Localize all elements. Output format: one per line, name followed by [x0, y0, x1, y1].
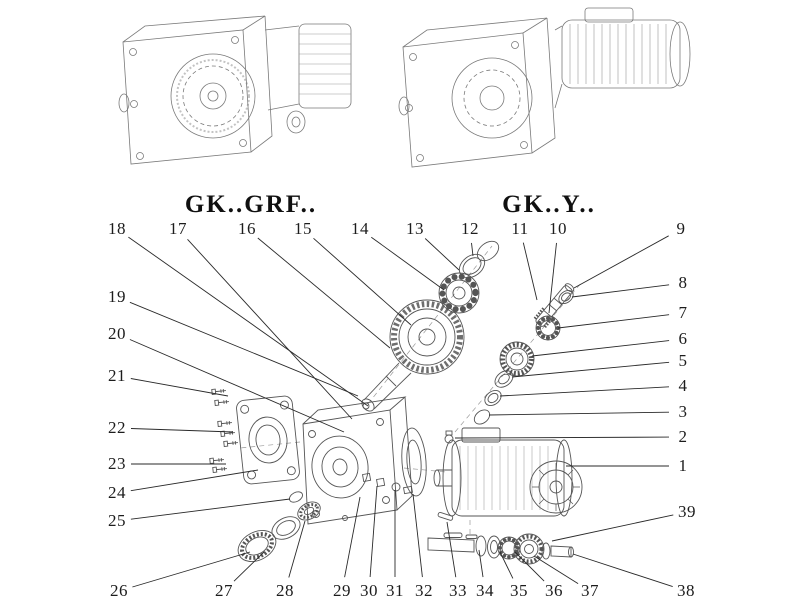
part-number-10: 10 [549, 219, 567, 238]
part-number-6: 6 [678, 329, 688, 348]
model-title-grf: GK..GRF.. [184, 191, 318, 218]
part-number-19: 19 [108, 287, 126, 306]
part-number-15: 15 [294, 219, 312, 238]
part-number-11: 11 [511, 219, 529, 238]
part-number-32: 32 [415, 581, 433, 600]
part-number-16: 16 [238, 219, 256, 238]
part-number-13: 13 [406, 219, 424, 238]
part-number-17: 17 [169, 219, 187, 238]
part-number-37: 37 [581, 581, 599, 600]
part-number-18: 18 [108, 219, 126, 238]
part-number-23: 23 [108, 454, 126, 473]
part-number-25: 25 [108, 511, 126, 530]
part-number-20: 20 [108, 324, 126, 343]
part-number-22: 22 [108, 418, 126, 437]
part-number-14: 14 [351, 219, 369, 238]
part-number-3: 3 [678, 402, 688, 421]
part-number-7: 7 [678, 303, 688, 322]
part-number-2: 2 [678, 427, 688, 446]
part-number-5: 5 [678, 351, 688, 370]
part-number-31: 31 [386, 581, 404, 600]
part-number-35: 35 [510, 581, 528, 600]
part-number-30: 30 [360, 581, 378, 600]
part-number-9: 9 [676, 219, 686, 238]
part-number-26: 26 [110, 581, 128, 600]
part-number-38: 38 [677, 581, 695, 600]
part-number-29: 29 [333, 581, 351, 600]
part-number-12: 12 [461, 219, 479, 238]
part-number-1: 1 [678, 456, 688, 475]
part-number-24: 24 [108, 483, 126, 502]
part-number-27: 27 [215, 581, 233, 600]
part-number-4: 4 [678, 376, 688, 395]
part-number-33: 33 [449, 581, 467, 600]
part-number-34: 34 [476, 581, 494, 600]
part-number-39: 39 [678, 502, 696, 521]
part-number-28: 28 [276, 581, 294, 600]
part-number-21: 21 [108, 366, 126, 385]
model-title-y: GK..Y.. [502, 191, 596, 218]
part-number-36: 36 [545, 581, 563, 600]
part-number-8: 8 [678, 273, 688, 292]
